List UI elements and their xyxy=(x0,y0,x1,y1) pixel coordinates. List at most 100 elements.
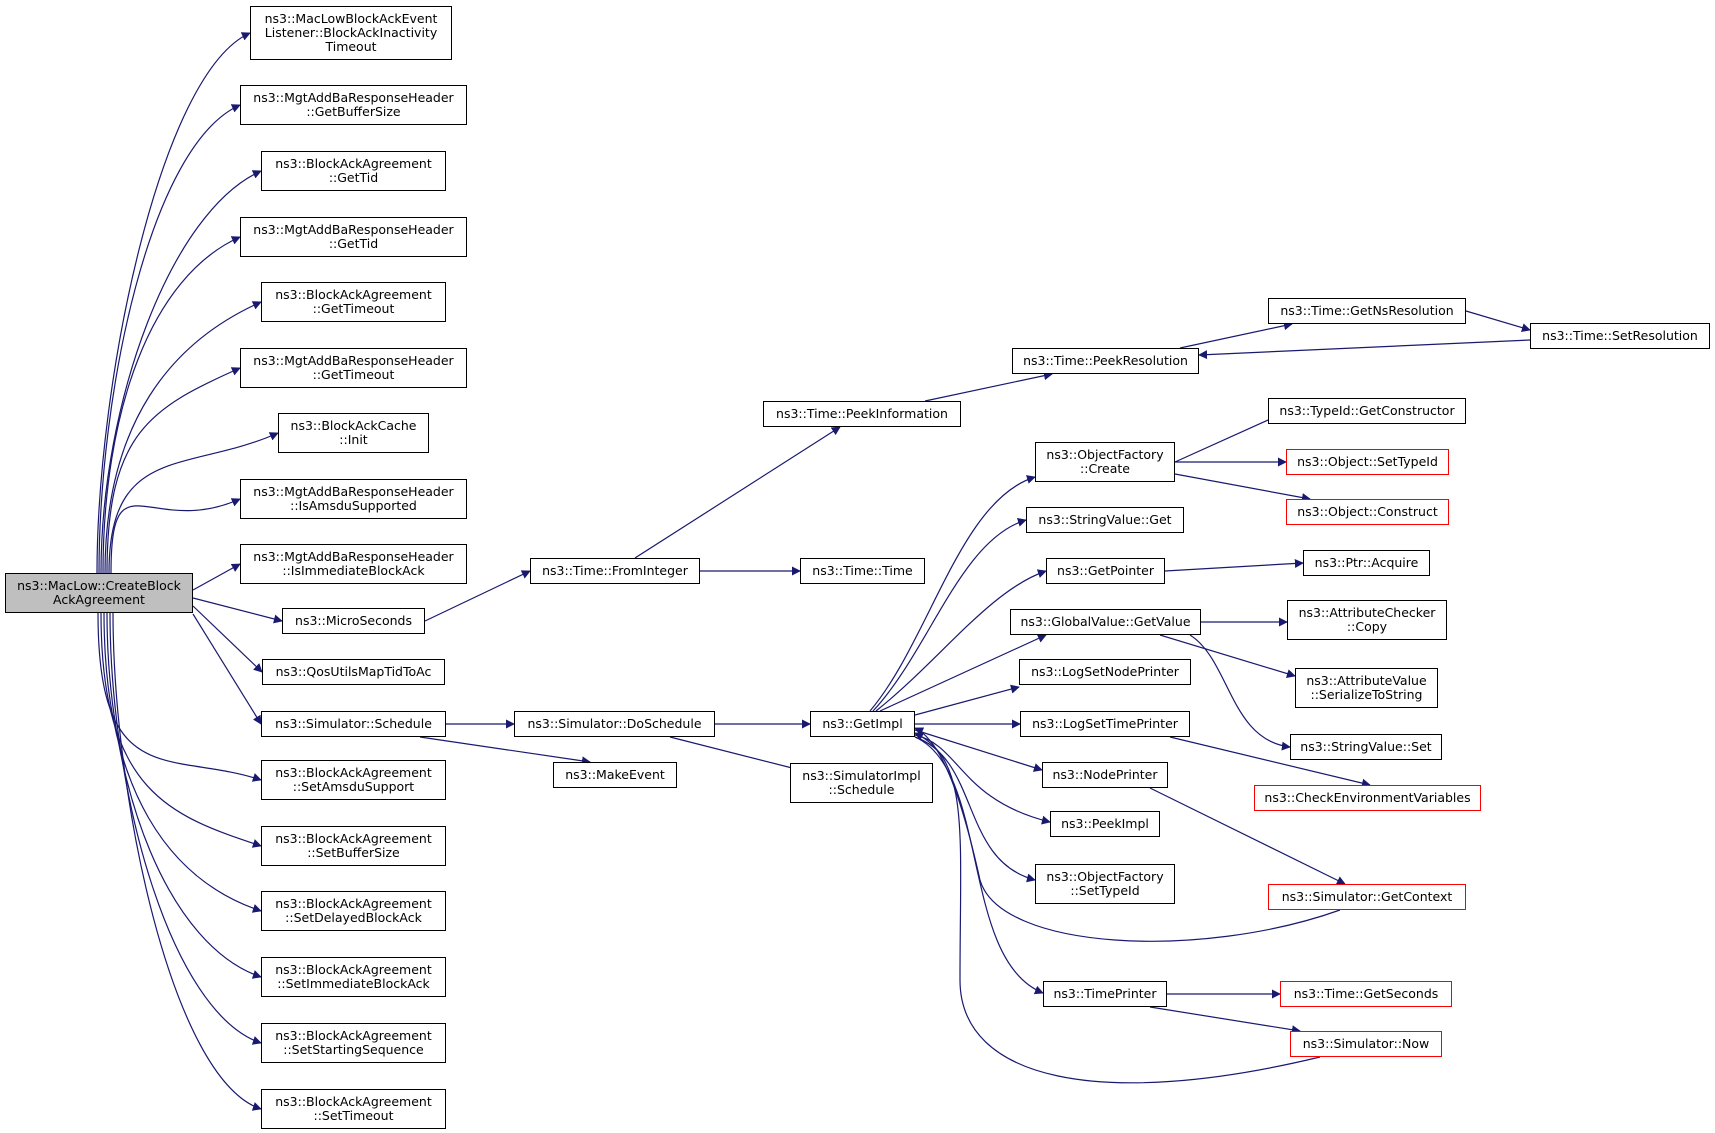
node-block-ack-agreement-set-delayed-block-ack[interactable]: ns3::BlockAckAgreement::SetDelayedBlockA… xyxy=(261,891,446,931)
node-simulator-do-schedule[interactable]: ns3::Simulator::DoSchedule xyxy=(514,711,715,737)
node-label-line: ns3::Time::FromInteger xyxy=(542,563,688,578)
node-label-line: ::GetTid xyxy=(328,236,379,251)
node-label: ns3::BlockAckAgreement::SetTimeout xyxy=(275,1095,431,1123)
edge-doschedule-simulatorimpl-schedule xyxy=(669,736,801,773)
node-label-line: ::SerializeToString xyxy=(1310,687,1423,702)
edge-setresolution-peekresolution xyxy=(1198,339,1531,360)
node-node-printer[interactable]: ns3::NodePrinter xyxy=(1042,762,1168,788)
node-label: ns3::Time::PeekResolution xyxy=(1023,354,1188,368)
edge-getvalue-stringvalue-set xyxy=(1189,634,1291,751)
node-make-event[interactable]: ns3::MakeEvent xyxy=(553,762,677,788)
edge-root-n6 xyxy=(106,367,241,574)
node-label: ns3::MgtAddBaResponseHeader::GetBufferSi… xyxy=(253,91,453,119)
node-label-line: ns3::ObjectFactory xyxy=(1046,869,1164,884)
node-log-set-time-printer[interactable]: ns3::LogSetTimePrinter xyxy=(1020,711,1190,737)
node-label-line: ns3::MgtAddBaResponseHeader xyxy=(253,222,454,237)
node-string-value-set[interactable]: ns3::StringValue::Set xyxy=(1290,734,1442,760)
node-label-line: ns3::Time::PeekInformation xyxy=(776,406,948,421)
edge-root-n18 xyxy=(112,612,262,1111)
node-label-line: ns3::MacLow::CreateBlock xyxy=(17,578,181,593)
node-mgt-add-ba-response-header-is-amsdu-supported[interactable]: ns3::MgtAddBaResponseHeader::IsAmsduSupp… xyxy=(240,479,467,519)
node-label-line: ns3::BlockAckCache xyxy=(290,418,417,433)
node-label-line: ns3::GetImpl xyxy=(822,716,903,731)
node-label: ns3::BlockAckAgreement::SetAmsduSupport xyxy=(275,766,431,794)
node-block-ack-agreement-get-timeout[interactable]: ns3::BlockAckAgreement::GetTimeout xyxy=(261,282,446,322)
node-string-value-get[interactable]: ns3::StringValue::Get xyxy=(1026,507,1184,533)
node-label-line: ns3::Simulator::DoSchedule xyxy=(527,716,702,731)
edge-root-n11 xyxy=(192,605,263,673)
node-attribute-value-serialize-to-string[interactable]: ns3::AttributeValue::SerializeToString xyxy=(1295,668,1438,708)
node-label: ns3::AttributeValue::SerializeToString xyxy=(1306,674,1426,702)
node-label: ns3::TypeId::GetConstructor xyxy=(1279,404,1454,418)
edge-getnsresolution-setresolution xyxy=(1465,310,1531,333)
node-ptr-acquire[interactable]: ns3::Ptr::Acquire xyxy=(1303,550,1430,576)
node-get-impl[interactable]: ns3::GetImpl xyxy=(810,711,915,737)
node-label: ns3::GlobalValue::GetValue xyxy=(1020,615,1190,629)
node-peek-impl[interactable]: ns3::PeekImpl xyxy=(1050,811,1160,837)
node-label: ns3::Simulator::GetContext xyxy=(1282,890,1453,904)
node-attribute-checker-copy[interactable]: ns3::AttributeChecker::Copy xyxy=(1287,600,1447,640)
node-time-get-seconds[interactable]: ns3::Time::GetSeconds xyxy=(1280,981,1452,1007)
node-object-factory-set-type-id[interactable]: ns3::ObjectFactory::SetTypeId xyxy=(1035,864,1175,904)
node-label: ns3::BlockAckAgreement::SetImmediateBloc… xyxy=(275,963,431,991)
edge-root-n1 xyxy=(96,32,251,574)
node-label-line: ns3::TimePrinter xyxy=(1053,986,1157,1001)
node-simulator-impl-schedule[interactable]: ns3::SimulatorImpl::Schedule xyxy=(790,763,933,803)
edge-root-n8 xyxy=(110,498,241,574)
node-log-set-node-printer[interactable]: ns3::LogSetNodePrinter xyxy=(1019,659,1191,685)
node-get-pointer[interactable]: ns3::GetPointer xyxy=(1046,558,1165,584)
node-time-time[interactable]: ns3::Time::Time xyxy=(800,558,925,584)
node-simulator-schedule[interactable]: ns3::Simulator::Schedule xyxy=(261,711,446,737)
node-micro-seconds[interactable]: ns3::MicroSeconds xyxy=(282,608,425,634)
node-label-line: ns3::BlockAckAgreement xyxy=(275,831,432,846)
node-label-line: ns3::BlockAckAgreement xyxy=(275,156,432,171)
node-mgt-add-ba-response-header-get-timeout[interactable]: ns3::MgtAddBaResponseHeader::GetTimeout xyxy=(240,348,467,388)
node-label-line: ::SetDelayedBlockAck xyxy=(285,910,422,925)
node-block-ack-cache-init[interactable]: ns3::BlockAckCache::Init xyxy=(278,413,429,453)
node-label-line: ns3::MgtAddBaResponseHeader xyxy=(253,549,454,564)
node-label-line: ::Create xyxy=(1080,461,1130,476)
node-time-set-resolution[interactable]: ns3::Time::SetResolution xyxy=(1530,323,1710,349)
node-block-ack-agreement-set-timeout[interactable]: ns3::BlockAckAgreement::SetTimeout xyxy=(261,1089,446,1129)
node-time-from-integer[interactable]: ns3::Time::FromInteger xyxy=(530,558,700,584)
node-mgt-add-ba-response-header-is-immediate-block-ack[interactable]: ns3::MgtAddBaResponseHeader::IsImmediate… xyxy=(240,544,467,584)
node-time-peek-resolution[interactable]: ns3::Time::PeekResolution xyxy=(1012,348,1199,374)
node-label: ns3::StringValue::Set xyxy=(1300,740,1431,754)
node-label: ns3::GetPointer xyxy=(1057,564,1154,578)
node-time-get-ns-resolution[interactable]: ns3::Time::GetNsResolution xyxy=(1268,298,1466,324)
edge-frominteger-peekinformation xyxy=(634,426,841,559)
node-mgt-add-ba-response-header-get-buffer-size[interactable]: ns3::MgtAddBaResponseHeader::GetBufferSi… xyxy=(240,85,467,125)
node-mgt-add-ba-response-header-get-tid[interactable]: ns3::MgtAddBaResponseHeader::GetTid xyxy=(240,217,467,257)
node-label: ns3::Time::GetNsResolution xyxy=(1280,304,1453,318)
node-block-ack-agreement-set-buffer-size[interactable]: ns3::BlockAckAgreement::SetBufferSize xyxy=(261,826,446,866)
edge-getcontext-getimpl xyxy=(914,727,1341,942)
node-label-line: ns3::Time::Time xyxy=(812,563,913,578)
node-block-ack-agreement-set-starting-sequence[interactable]: ns3::BlockAckAgreement::SetStartingSeque… xyxy=(261,1023,446,1063)
node-object-construct[interactable]: ns3::Object::Construct xyxy=(1286,499,1449,525)
node-label-line: ::GetBufferSize xyxy=(306,104,401,119)
node-label-line: ns3::Simulator::Schedule xyxy=(275,716,432,731)
edge-root-n7 xyxy=(108,432,279,574)
node-type-id-get-constructor[interactable]: ns3::TypeId::GetConstructor xyxy=(1268,398,1466,424)
node-label-line: ns3::BlockAckAgreement xyxy=(275,962,432,977)
node-block-ack-agreement-set-immediate-block-ack[interactable]: ns3::BlockAckAgreement::SetImmediateBloc… xyxy=(261,957,446,997)
node-block-ack-agreement-get-tid[interactable]: ns3::BlockAckAgreement::GetTid xyxy=(261,151,446,191)
node-simulator-get-context[interactable]: ns3::Simulator::GetContext xyxy=(1268,884,1466,910)
node-check-environment-variables[interactable]: ns3::CheckEnvironmentVariables xyxy=(1254,785,1481,811)
node-label: ns3::BlockAckAgreement::GetTimeout xyxy=(275,288,431,316)
node-label-line: ::IsAmsduSupported xyxy=(290,498,417,513)
node-label: ns3::MicroSeconds xyxy=(295,614,412,628)
node-time-printer[interactable]: ns3::TimePrinter xyxy=(1043,981,1167,1007)
edge-timeprinter-now xyxy=(1149,1006,1301,1035)
node-global-value-get-value[interactable]: ns3::GlobalValue::GetValue xyxy=(1010,609,1201,635)
node-object-set-type-id[interactable]: ns3::Object::SetTypeId xyxy=(1286,449,1449,475)
node-qos-utils-map-tid-to-ac[interactable]: ns3::QosUtilsMapTidToAc xyxy=(262,659,445,685)
node-time-peek-information[interactable]: ns3::Time::PeekInformation xyxy=(763,401,961,427)
node-object-factory-create[interactable]: ns3::ObjectFactory::Create xyxy=(1035,442,1175,482)
node-simulator-now[interactable]: ns3::Simulator::Now xyxy=(1290,1031,1442,1057)
node-block-ack-agreement-set-amsdu-support[interactable]: ns3::BlockAckAgreement::SetAmsduSupport xyxy=(261,760,446,800)
